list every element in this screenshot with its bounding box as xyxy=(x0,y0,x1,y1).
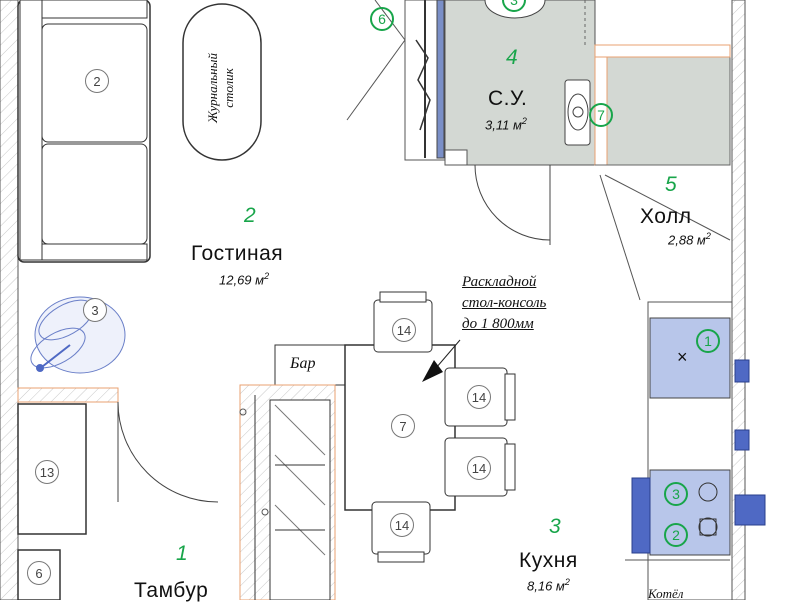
room-number-kitchen: 3 xyxy=(549,515,561,538)
room-number-hall: 5 xyxy=(665,173,677,196)
room-area-bath: 3,11 м2 xyxy=(485,116,527,133)
room-name-hall: Холл xyxy=(640,205,692,228)
chair-bottom-marker: 14 xyxy=(390,513,414,537)
room-area-kitchen: 8,16 м2 xyxy=(527,577,570,594)
bar-label: Бар xyxy=(290,355,316,372)
console-pointer-arrow xyxy=(422,360,443,382)
chair-right2-marker: 14 xyxy=(467,456,491,480)
console-annotation: Раскладной стол-консоль до 1 800мм xyxy=(462,272,546,335)
armchair-marker: 3 xyxy=(83,298,107,322)
wardrobe-green-marker: 6 xyxy=(370,7,394,31)
room-number-living: 2 xyxy=(244,204,256,227)
console-annotation-line1: Раскладной xyxy=(462,274,537,290)
stove xyxy=(649,469,731,556)
coffee-table xyxy=(182,3,262,161)
coffee-table-label-line1: Журнальный xyxy=(205,53,220,123)
fridge-cross-icon: × xyxy=(677,347,688,367)
bath-tiles-right xyxy=(594,44,731,166)
bathroom-partition xyxy=(594,44,731,58)
room-name-vestibule: Тамбур xyxy=(134,579,209,602)
cabinet-marker: 13 xyxy=(35,460,59,484)
room-area-hall: 2,88 м2 xyxy=(668,231,711,248)
room-name-bath: С.У. xyxy=(488,87,528,110)
chair-right1-marker: 14 xyxy=(467,385,491,409)
coffee-table-label: Журнальный столик xyxy=(205,32,237,144)
fridge xyxy=(649,317,731,399)
stove-green-marker-1: 3 xyxy=(664,482,688,506)
console-annotation-line2: стол-консоль xyxy=(462,295,547,311)
wardrobe-blue-panel xyxy=(436,0,445,159)
fridge-green-marker: 1 xyxy=(696,329,720,353)
shoe-rack-marker: 6 xyxy=(27,561,51,585)
dining-table-marker: 7 xyxy=(391,414,415,438)
chair-top-marker: 14 xyxy=(392,318,416,342)
room-area-living: 12,69 м2 xyxy=(219,271,270,288)
room-number-vestibule: 1 xyxy=(176,542,188,565)
entrance-partition xyxy=(17,387,119,403)
toilet-green-marker: 7 xyxy=(589,103,613,127)
console-annotation-line3: до 1 800мм xyxy=(462,316,534,332)
left-wall xyxy=(0,0,19,600)
room-number-bath: 4 xyxy=(506,46,518,69)
room-name-living: Гостиная xyxy=(191,242,284,265)
wardrobe-swing-line xyxy=(346,39,406,121)
sofa-marker: 2 xyxy=(85,69,109,93)
stove-green-marker-2: 2 xyxy=(664,523,688,547)
boiler-label: Котёл xyxy=(648,586,684,601)
coffee-table-label-line2: столик xyxy=(221,68,236,108)
room-name-kitchen: Кухня xyxy=(519,549,578,572)
